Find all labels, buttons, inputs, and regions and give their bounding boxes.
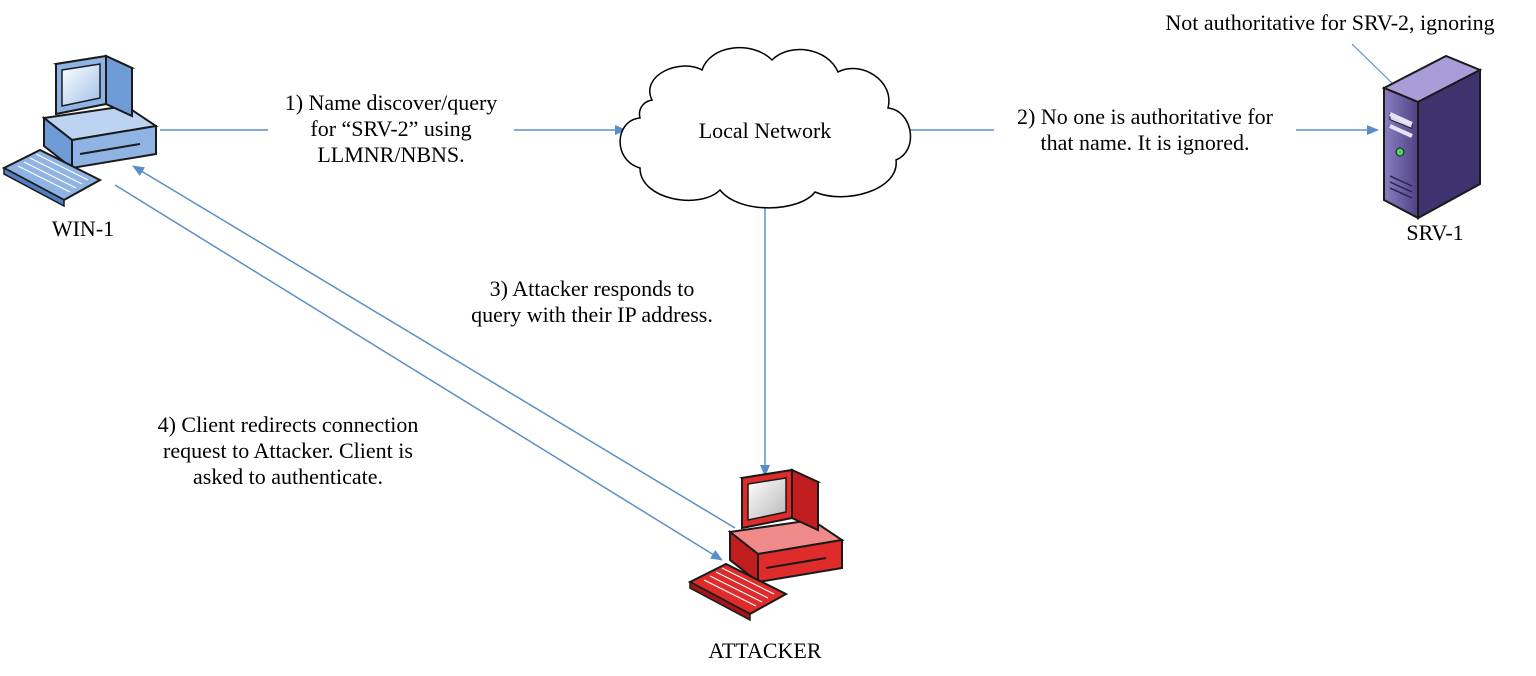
connectors	[114, 43, 1394, 561]
client-redirect-arrow	[114, 184, 723, 561]
step-1-label: 1) Name discover/query for “SRV-2” using…	[268, 90, 514, 168]
srv-note-label: Not authoritative for SRV-2, ignoring	[1165, 10, 1495, 35]
srv-note-leader	[1351, 43, 1394, 85]
step-2-line-2: that name. It is ignored.	[1040, 130, 1250, 155]
step-2-label: 2) No one is authoritative for that name…	[994, 104, 1296, 156]
step-4-line-1: 4) Client redirects connection	[157, 412, 419, 437]
step-1-line-1: 1) Name discover/query	[284, 90, 498, 115]
local-network-cloud	[619, 46, 912, 209]
step-4-label: 4) Client redirects connection request t…	[130, 412, 446, 490]
attacker-response-arrow	[132, 165, 736, 529]
step-1-line-3: LLMNR/NBNS.	[317, 142, 465, 167]
step-3-label: 3) Attacker responds to query with their…	[446, 276, 738, 328]
step-4-line-2: request to Attacker. Client is	[163, 438, 413, 463]
attacker-label: ATTACKER	[708, 638, 822, 663]
step-4-line-3: asked to authenticate.	[193, 464, 383, 489]
step-3-line-1: 3) Attacker responds to	[489, 276, 695, 301]
srv1-server-icon	[1381, 54, 1483, 220]
win1-label: WIN-1	[51, 216, 115, 241]
attacker-computer-icon	[687, 468, 845, 622]
step-1-line-2: for “SRV-2” using	[310, 116, 472, 141]
step-2-line-1: 2) No one is authoritative for	[1017, 104, 1273, 129]
local-network-label: Local Network	[698, 118, 832, 143]
win1-computer-icon	[1, 54, 159, 208]
step-3-line-2: query with their IP address.	[471, 302, 713, 327]
srv1-label: SRV-1	[1406, 220, 1464, 245]
